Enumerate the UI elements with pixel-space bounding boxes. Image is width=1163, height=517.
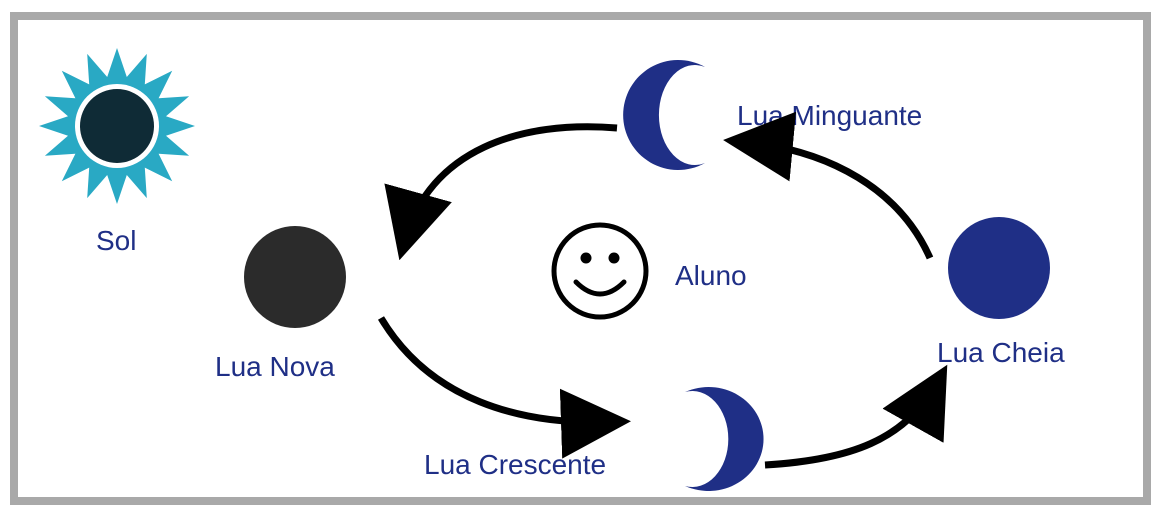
arrow-waxing-to-full — [764, 364, 948, 469]
new-moon-icon — [244, 226, 346, 328]
sun-label: Sol — [96, 225, 136, 256]
waxing-crescent-icon — [685, 387, 764, 492]
new-moon-label: Lua Nova — [215, 351, 335, 382]
smiley-face-icon — [551, 222, 649, 320]
waning-crescent-icon — [623, 60, 705, 171]
student-label: Aluno — [675, 260, 747, 291]
arrow-new-to-waxing — [377, 316, 631, 459]
full-moon-label: Lua Cheia — [937, 337, 1065, 368]
arrow-full-to-waning — [723, 111, 934, 260]
arrow-waning-to-new — [384, 123, 618, 261]
waning-moon-label: Lua Minguante — [737, 100, 922, 131]
sun-icon — [39, 48, 195, 204]
full-moon-icon — [948, 217, 1050, 319]
waxing-moon-label: Lua Crescente — [424, 449, 606, 480]
